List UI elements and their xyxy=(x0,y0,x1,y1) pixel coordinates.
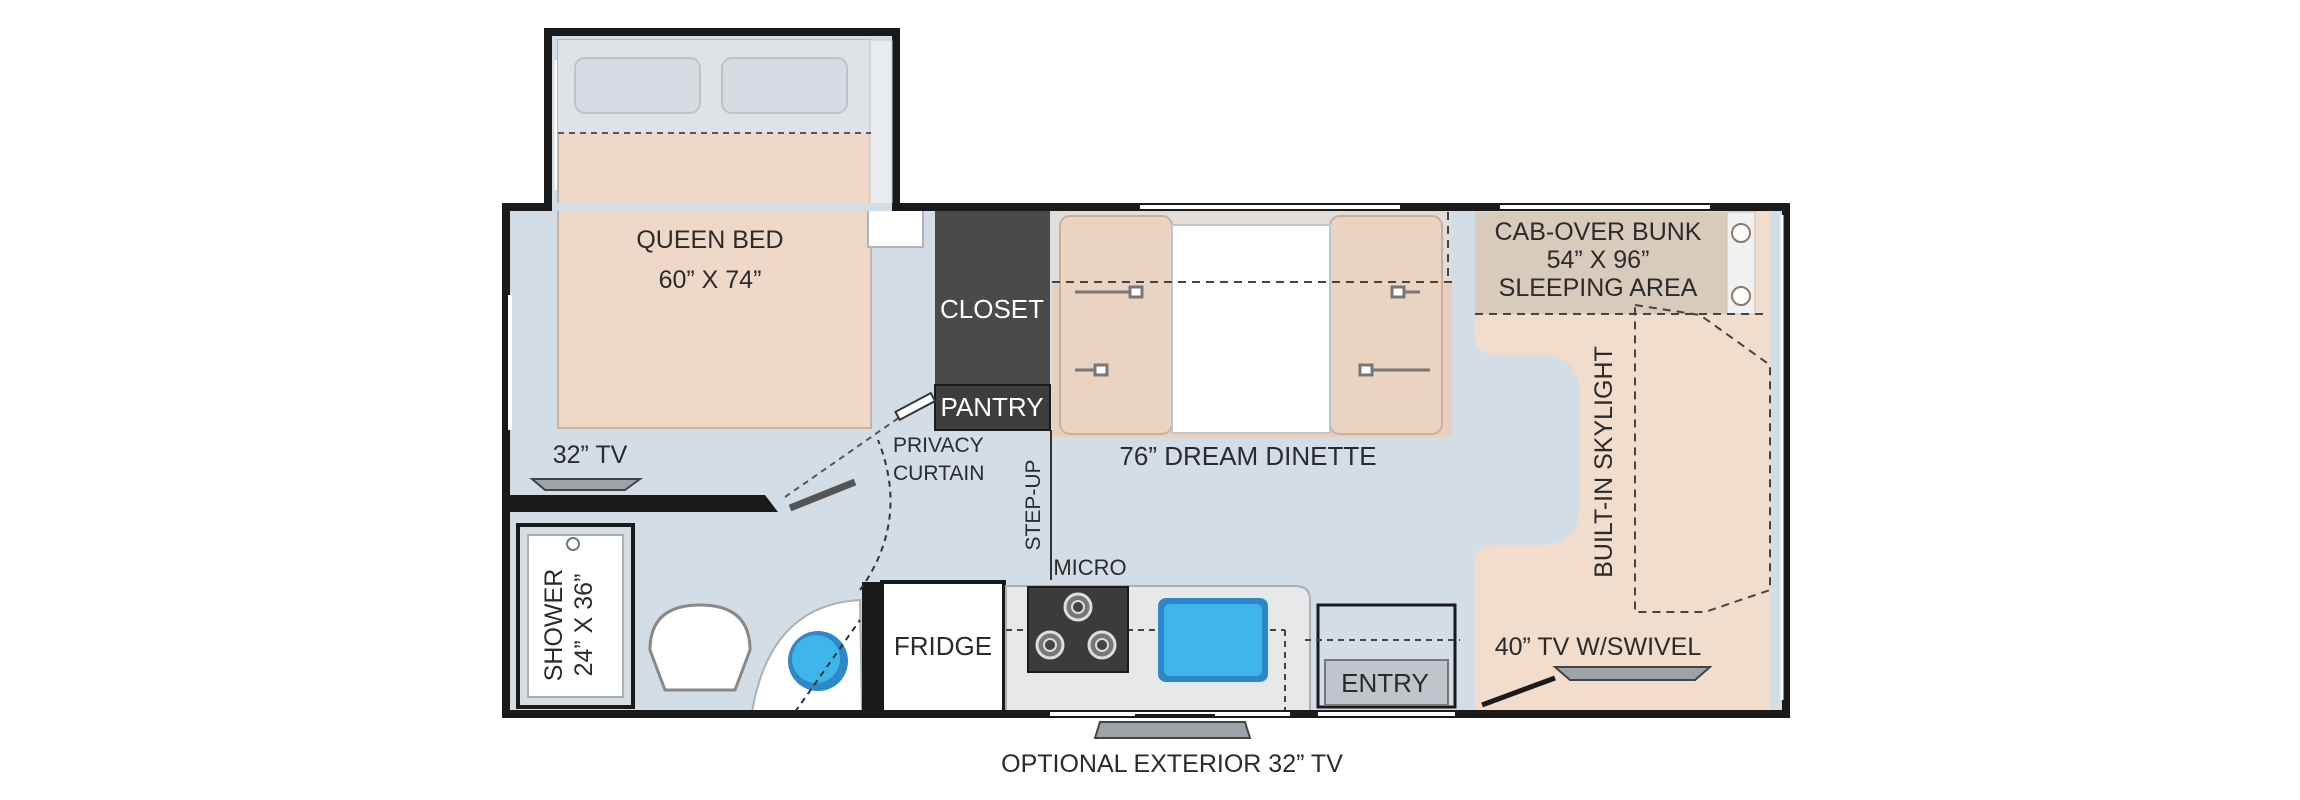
pantry xyxy=(934,384,1051,431)
bath-wall-right xyxy=(862,582,880,712)
bath-sink-water xyxy=(792,635,840,683)
galley-sink-water xyxy=(1164,604,1262,676)
shower-pan xyxy=(527,534,624,698)
privacy-curtain-rod xyxy=(788,478,857,512)
bedroom-tv xyxy=(529,478,644,491)
dinette-label: 76” DREAM DINETTE xyxy=(1119,441,1376,471)
cooktop xyxy=(1027,586,1129,673)
exterior-tv xyxy=(1093,721,1252,739)
shower-drain xyxy=(566,537,580,551)
privacy-curtain-track xyxy=(784,409,911,498)
closet xyxy=(935,210,1050,385)
exterior-tv-label: OPTIONAL EXTERIOR 32” TV xyxy=(1001,750,1343,778)
cab-light-bottom xyxy=(1731,286,1751,306)
pillow-left xyxy=(574,57,701,114)
swivel-tv-label: 40” TV W/SWIVEL xyxy=(1495,633,1702,661)
cab-over-size: 54” X 96” xyxy=(1547,246,1650,274)
privacy-label-2: CURTAIN xyxy=(893,462,984,485)
bath-door-swing xyxy=(794,619,861,713)
queen-bed-size: 60” X 74” xyxy=(659,266,762,294)
micro-label: MICRO xyxy=(1053,555,1126,580)
swivel-tv xyxy=(1552,666,1713,681)
pillow-right xyxy=(721,57,848,114)
bedroom-tv-label: 32” TV xyxy=(553,441,628,469)
queen-bed: QUEEN BED 60” X 74” xyxy=(557,39,924,429)
cab-floor xyxy=(1475,212,1770,712)
dinette: 76” DREAM DINETTE xyxy=(1052,212,1452,471)
entry-plate xyxy=(1324,659,1449,706)
fridge xyxy=(880,580,1006,714)
cab-over-bunk xyxy=(1475,212,1727,314)
bath-door-arc xyxy=(859,439,892,591)
skylight-label: BUILT-IN SKYLIGHT xyxy=(1590,346,1618,578)
toilet xyxy=(648,603,752,692)
swivel-tv-arm xyxy=(1481,675,1556,708)
cab-over-label: CAB-OVER BUNK xyxy=(1495,218,1702,246)
queen-bed-label: QUEEN BED xyxy=(636,226,783,254)
privacy-curtain-bunch xyxy=(894,391,937,422)
closet-label: CLOSET xyxy=(940,294,1044,324)
privacy-label-1: PRIVACY xyxy=(893,434,984,457)
pantry-label: PANTRY xyxy=(940,392,1043,422)
bath-wall-top xyxy=(508,495,778,512)
fridge-label: FRIDGE xyxy=(894,631,992,661)
dinette-table xyxy=(1171,224,1331,434)
shower-label: SHOWER xyxy=(540,569,568,682)
cab-over-area: SLEEPING AREA xyxy=(1499,274,1698,302)
step-up-label: STEP-UP xyxy=(1022,459,1045,550)
slide-out-wall xyxy=(544,28,900,210)
cab-light-top xyxy=(1731,223,1751,243)
entry-label: ENTRY xyxy=(1341,668,1429,698)
shower-size: 24” X 36” xyxy=(570,574,598,677)
